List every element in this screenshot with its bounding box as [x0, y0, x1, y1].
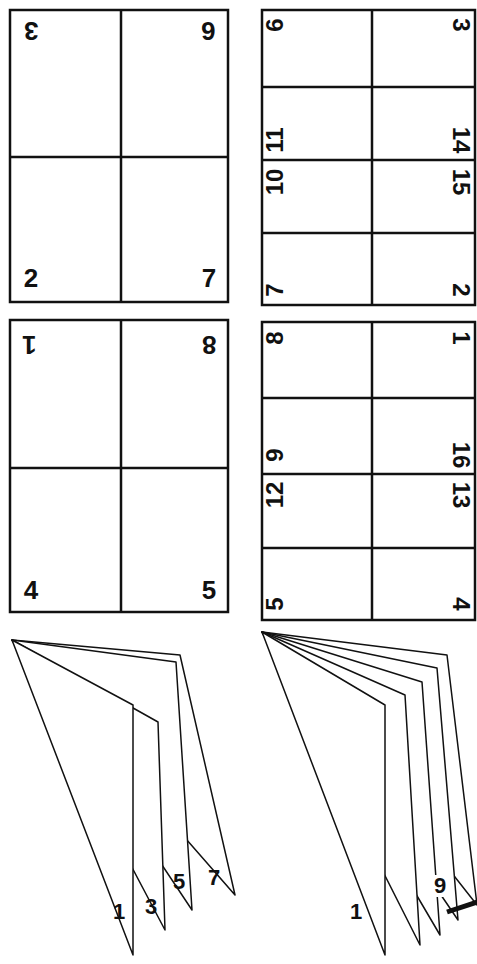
page-number: 9 — [433, 875, 447, 897]
fold-line — [371, 322, 374, 620]
page-number: 1 — [449, 330, 473, 345]
page-number: 7 — [201, 265, 217, 291]
fold-line — [262, 547, 475, 550]
sheet-outline — [262, 10, 475, 305]
page-number: 4 — [449, 596, 473, 611]
page-number: 14 — [449, 126, 473, 155]
page-number: 11 — [263, 126, 287, 153]
booklet-8-pages — [12, 640, 235, 955]
page-number: 8 — [263, 330, 287, 345]
fold-line — [262, 232, 475, 235]
fold-line — [10, 156, 228, 159]
page-number: 1 — [349, 901, 363, 923]
page-number: 3 — [23, 18, 39, 44]
page-number: 5 — [172, 871, 186, 893]
page-number: 2 — [23, 265, 39, 291]
page-number: 4 — [23, 577, 39, 603]
fold-line — [262, 473, 475, 476]
fold-line — [371, 10, 374, 305]
page-number: 5 — [263, 596, 287, 611]
page-number: 9 — [263, 447, 287, 462]
fold-line — [10, 467, 228, 470]
page-stack-edge — [447, 902, 477, 912]
page-number: 3 — [144, 896, 158, 918]
booklet-16-pages — [262, 632, 477, 955]
page-number: 1 — [112, 901, 126, 923]
booklet-cover — [262, 632, 385, 955]
fold-line — [262, 159, 475, 162]
page-number: 2 — [449, 282, 473, 297]
sheet-outline — [10, 10, 228, 302]
fold-line — [120, 320, 123, 612]
page-number: 15 — [449, 168, 473, 197]
fold-line — [262, 397, 475, 400]
page-number: 13 — [449, 481, 473, 510]
sheet-outline — [262, 322, 475, 620]
page-number: 5 — [201, 577, 217, 603]
page-number: 10 — [263, 168, 287, 197]
page-number: 7 — [207, 867, 221, 889]
page-number: 8 — [201, 332, 217, 358]
page-number: 7 — [263, 282, 287, 297]
sheet-grids — [10, 10, 475, 620]
page-number: 12 — [263, 481, 287, 510]
sheet-outline — [10, 320, 228, 612]
booklet-cover — [12, 640, 133, 955]
page-number: 1 — [21, 332, 37, 358]
page-number: 6 — [200, 18, 216, 44]
page-number: 6 — [263, 17, 287, 32]
page-number: 3 — [449, 17, 473, 32]
fold-line — [262, 86, 475, 89]
page-number: 16 — [449, 441, 473, 470]
